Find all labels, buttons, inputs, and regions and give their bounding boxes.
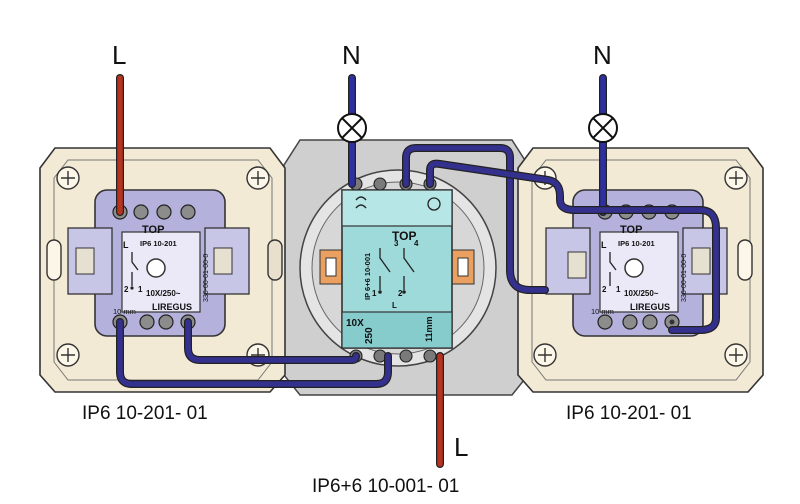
center-term-4: 4 [414, 239, 419, 248]
left-term-1: 1 [138, 285, 143, 294]
center-term-3: 3 [394, 239, 399, 248]
right-model-text: IP6 10-201 [618, 239, 655, 248]
right-term-1: 1 [616, 285, 621, 294]
line-label-bottom: L [454, 432, 469, 462]
center-switch-caption: IP6+6 10-001- 01 [312, 476, 460, 497]
left-l-mark: L [123, 240, 129, 250]
line-label-top-left: L [112, 40, 127, 70]
right-term-2: 2 [602, 285, 607, 294]
right-side-code: 336-00-01-00-0 [681, 254, 688, 302]
center-rating-b: 250 [364, 327, 375, 344]
center-rating-a: 10X [346, 318, 364, 329]
jumper-wires [116, 144, 720, 388]
right-brand-text: LIREGUS [630, 302, 670, 312]
lamp-icon-left [337, 113, 367, 143]
center-strip-length: 11mm [424, 316, 434, 342]
left-strip-length: 10 mm [113, 307, 136, 316]
right-switch-caption: IP6 10-201- 01 [566, 403, 692, 424]
left-side-code: 336-00-01-00-0 [203, 254, 210, 302]
left-switch-caption: IP6 10-201- 01 [82, 403, 208, 424]
right-strip-length: 10 mm [591, 307, 614, 316]
center-term-2: 2 [398, 289, 403, 298]
center-top-mark: TOP [392, 229, 416, 243]
right-top-mark: TOP [620, 224, 642, 236]
left-rating-text: 10X/250~ [146, 289, 181, 298]
center-l-mark: L [392, 301, 397, 310]
left-model-text: IP6 10-201 [140, 239, 177, 248]
neutral-label-left: N [342, 40, 361, 70]
left-brand-text: LIREGUS [152, 302, 192, 312]
right-rating-text: 10X/250~ [624, 289, 659, 298]
left-switch-mechanism [67, 189, 250, 337]
right-l-mark: L [601, 240, 607, 250]
left-top-mark: TOP [142, 224, 164, 236]
left-term-2: 2 [124, 285, 129, 294]
neutral-label-right: N [593, 40, 612, 70]
center-double-switch [319, 177, 475, 363]
lamp-icon-right [588, 113, 618, 143]
center-term-1: 1 [372, 289, 377, 298]
center-model-text: IP 6+6 10-001 [363, 253, 372, 300]
